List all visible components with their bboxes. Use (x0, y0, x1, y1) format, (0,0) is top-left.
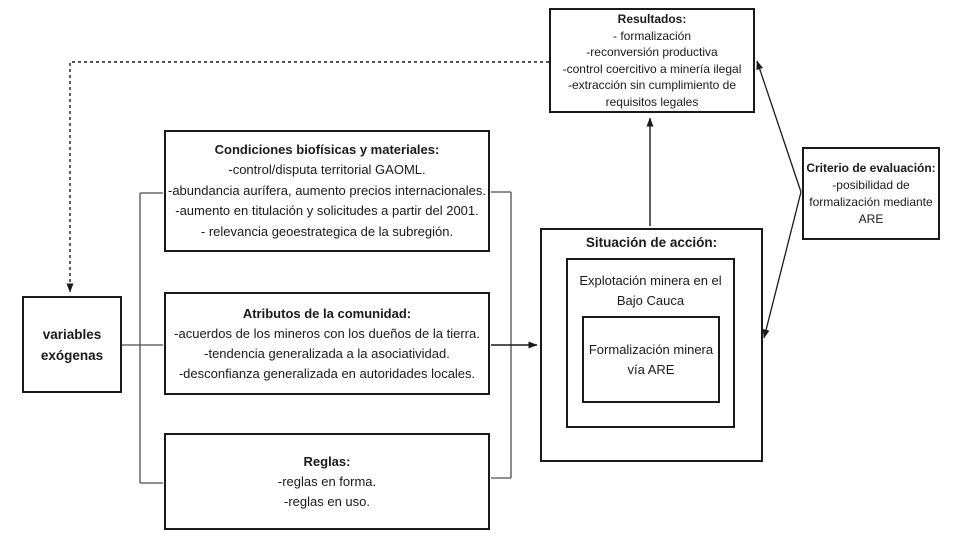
resultados-title: Resultados: (617, 12, 687, 26)
reglas-title: Reglas: (303, 453, 351, 469)
explotacion-label: Explotación minera en el Bajo Cauca (579, 273, 722, 308)
arrow-criterio-to-situacion (762, 191, 802, 339)
reglas-item: -reglas en uso. (284, 493, 370, 509)
atributos-item: -desconfianza generalizada en autoridade… (178, 365, 476, 381)
feedback-dashed-arrow-resultados-to-variables (66, 61, 549, 293)
arrow-criterio-to-resultados (756, 60, 802, 193)
resultados-item: -extracción sin cumplimiento de requisit… (567, 78, 737, 109)
box-reglas: Reglas: -reglas en forma. -reglas en uso… (164, 433, 490, 530)
situacion-title: Situación de acción: (585, 235, 718, 250)
left-bracket-connector (122, 192, 163, 484)
condiciones-item: -aumento en titulación y solicitudes a p… (175, 203, 479, 219)
condiciones-item: -abundancia aurífera, aumento precios in… (168, 182, 486, 198)
resultados-item: - formalización (612, 28, 692, 43)
condiciones-item: - relevancia geoestrategica de la subreg… (200, 223, 454, 239)
box-resultados: Resultados: - formalización -reconversió… (549, 8, 755, 113)
atributos-title: Atributos de la comunidad: (242, 305, 412, 321)
reglas-item: -reglas en forma. (277, 473, 377, 489)
condiciones-item: -control/disputa territorial GAOML. (228, 162, 426, 178)
box-variables-exogenas: variables exógenas (22, 296, 122, 393)
formalizacion-label: Formalización minera vía ARE (588, 341, 714, 377)
box-atributos-comunidad: Atributos de la comunidad: -acuerdos de … (164, 292, 490, 395)
right-bracket-connector (491, 191, 512, 479)
condiciones-title: Condiciones biofísicas y materiales: (214, 141, 440, 157)
box-formalizacion-minera: Formalización minera vía ARE (582, 316, 720, 403)
variables-title: variables exógenas (40, 326, 104, 363)
resultados-item: -control coercitivo a minería ilegal (562, 61, 742, 76)
atributos-item: -tendencia generalizada a la asociativid… (204, 345, 450, 361)
atributos-item: -acuerdos de los mineros con los dueños … (174, 325, 480, 341)
resultados-item: -reconversión productiva (586, 45, 718, 59)
criterio-item: -posibilidad de formalización mediante A… (809, 177, 933, 226)
box-condiciones-biofisicas: Condiciones biofísicas y materiales: -co… (164, 130, 490, 252)
box-criterio-evaluacion: Criterio de evaluación: -posibilidad de … (802, 147, 940, 240)
criterio-title: Criterio de evaluación: (806, 160, 936, 175)
